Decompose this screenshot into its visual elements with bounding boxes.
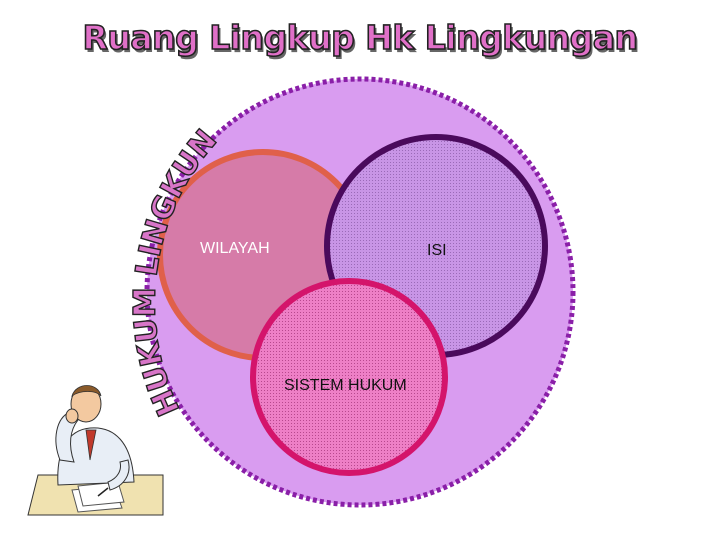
man-thinking-icon [27,385,164,516]
sistem-hukum-circle [250,278,448,476]
page-title: Ruang Lingkup Hk Lingkungan [82,17,639,58]
sistem-hukum-label: SISTEM HUKUM [284,377,407,394]
isi-label: ISI [427,242,447,259]
wilayah-label: WILAYAH [200,240,270,257]
